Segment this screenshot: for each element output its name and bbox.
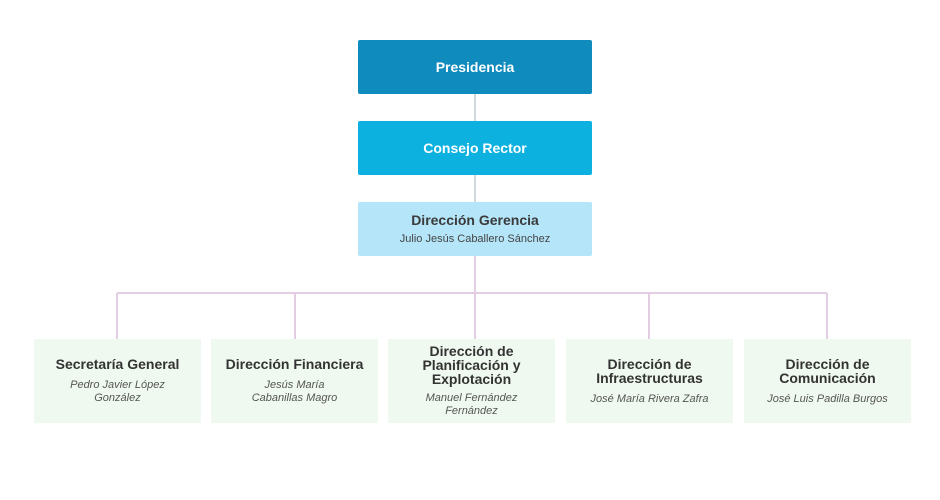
title-line: Dirección de (607, 355, 692, 372)
title-line: Planificación y (422, 357, 521, 373)
person-line: José Luis Padilla Burgos (767, 392, 888, 405)
title-line: Comunicación (779, 369, 876, 386)
title-line: Explotación (431, 371, 512, 387)
node-secretaria-general: Secretaría General Pedro Javier López Go… (34, 339, 201, 423)
node-presidencia: Presidencia (358, 40, 592, 94)
title-line: Infraestructuras (596, 369, 703, 386)
title-line: Dirección de (429, 343, 514, 359)
node-direccion-comunicacion: Dirección de Comunicación José Luis Padi… (744, 339, 911, 423)
node-direccion-gerencia-person: Julio Jesús Caballero Sánchez (399, 233, 551, 245)
person-line: Jesús María (264, 379, 325, 391)
node-direccion-financiera-title: Dirección Financiera (225, 356, 364, 372)
person-line: Cabanillas Magro (251, 392, 338, 404)
node-direccion-infraestructuras-title: Dirección de Infraestructuras (596, 357, 703, 385)
node-direccion-infraestructuras: Dirección de Infraestructuras José María… (566, 339, 733, 423)
node-direccion-planificacion: Dirección de Planificación y Explotación… (388, 339, 555, 423)
node-presidencia-title: Presidencia (435, 58, 515, 75)
person-line: Manuel Fernández (425, 392, 518, 404)
person-line: Fernández (445, 405, 498, 417)
node-consejo-rector: Consejo Rector (358, 121, 592, 175)
node-secretaria-general-title: Secretaría General (55, 356, 180, 372)
node-direccion-planificacion-title: Dirección de Planificación y Explotación (422, 344, 520, 386)
person-line: González (94, 392, 141, 404)
node-direccion-infraestructuras-person: José María Rivera Zafra (591, 393, 709, 406)
node-direccion-planificacion-person: Manuel Fernández Fernández (426, 392, 518, 418)
title-line: Dirección de (785, 355, 870, 372)
node-direccion-gerencia-title: Dirección Gerencia (411, 212, 539, 228)
node-direccion-financiera: Dirección Financiera Jesús María Cabanil… (211, 339, 378, 423)
node-direccion-comunicacion-person: José Luis Padilla Burgos (767, 393, 887, 406)
person-line: José María Rivera Zafra (590, 392, 709, 405)
node-direccion-financiera-person: Jesús María Cabanillas Magro (252, 379, 338, 405)
node-direccion-comunicacion-title: Dirección de Comunicación (779, 357, 875, 385)
node-secretaria-general-person: Pedro Javier López González (70, 379, 165, 405)
person-line: Pedro Javier López (70, 379, 165, 391)
node-consejo-rector-title: Consejo Rector (423, 139, 527, 156)
node-direccion-gerencia: Dirección Gerencia Julio Jesús Caballero… (358, 202, 592, 256)
